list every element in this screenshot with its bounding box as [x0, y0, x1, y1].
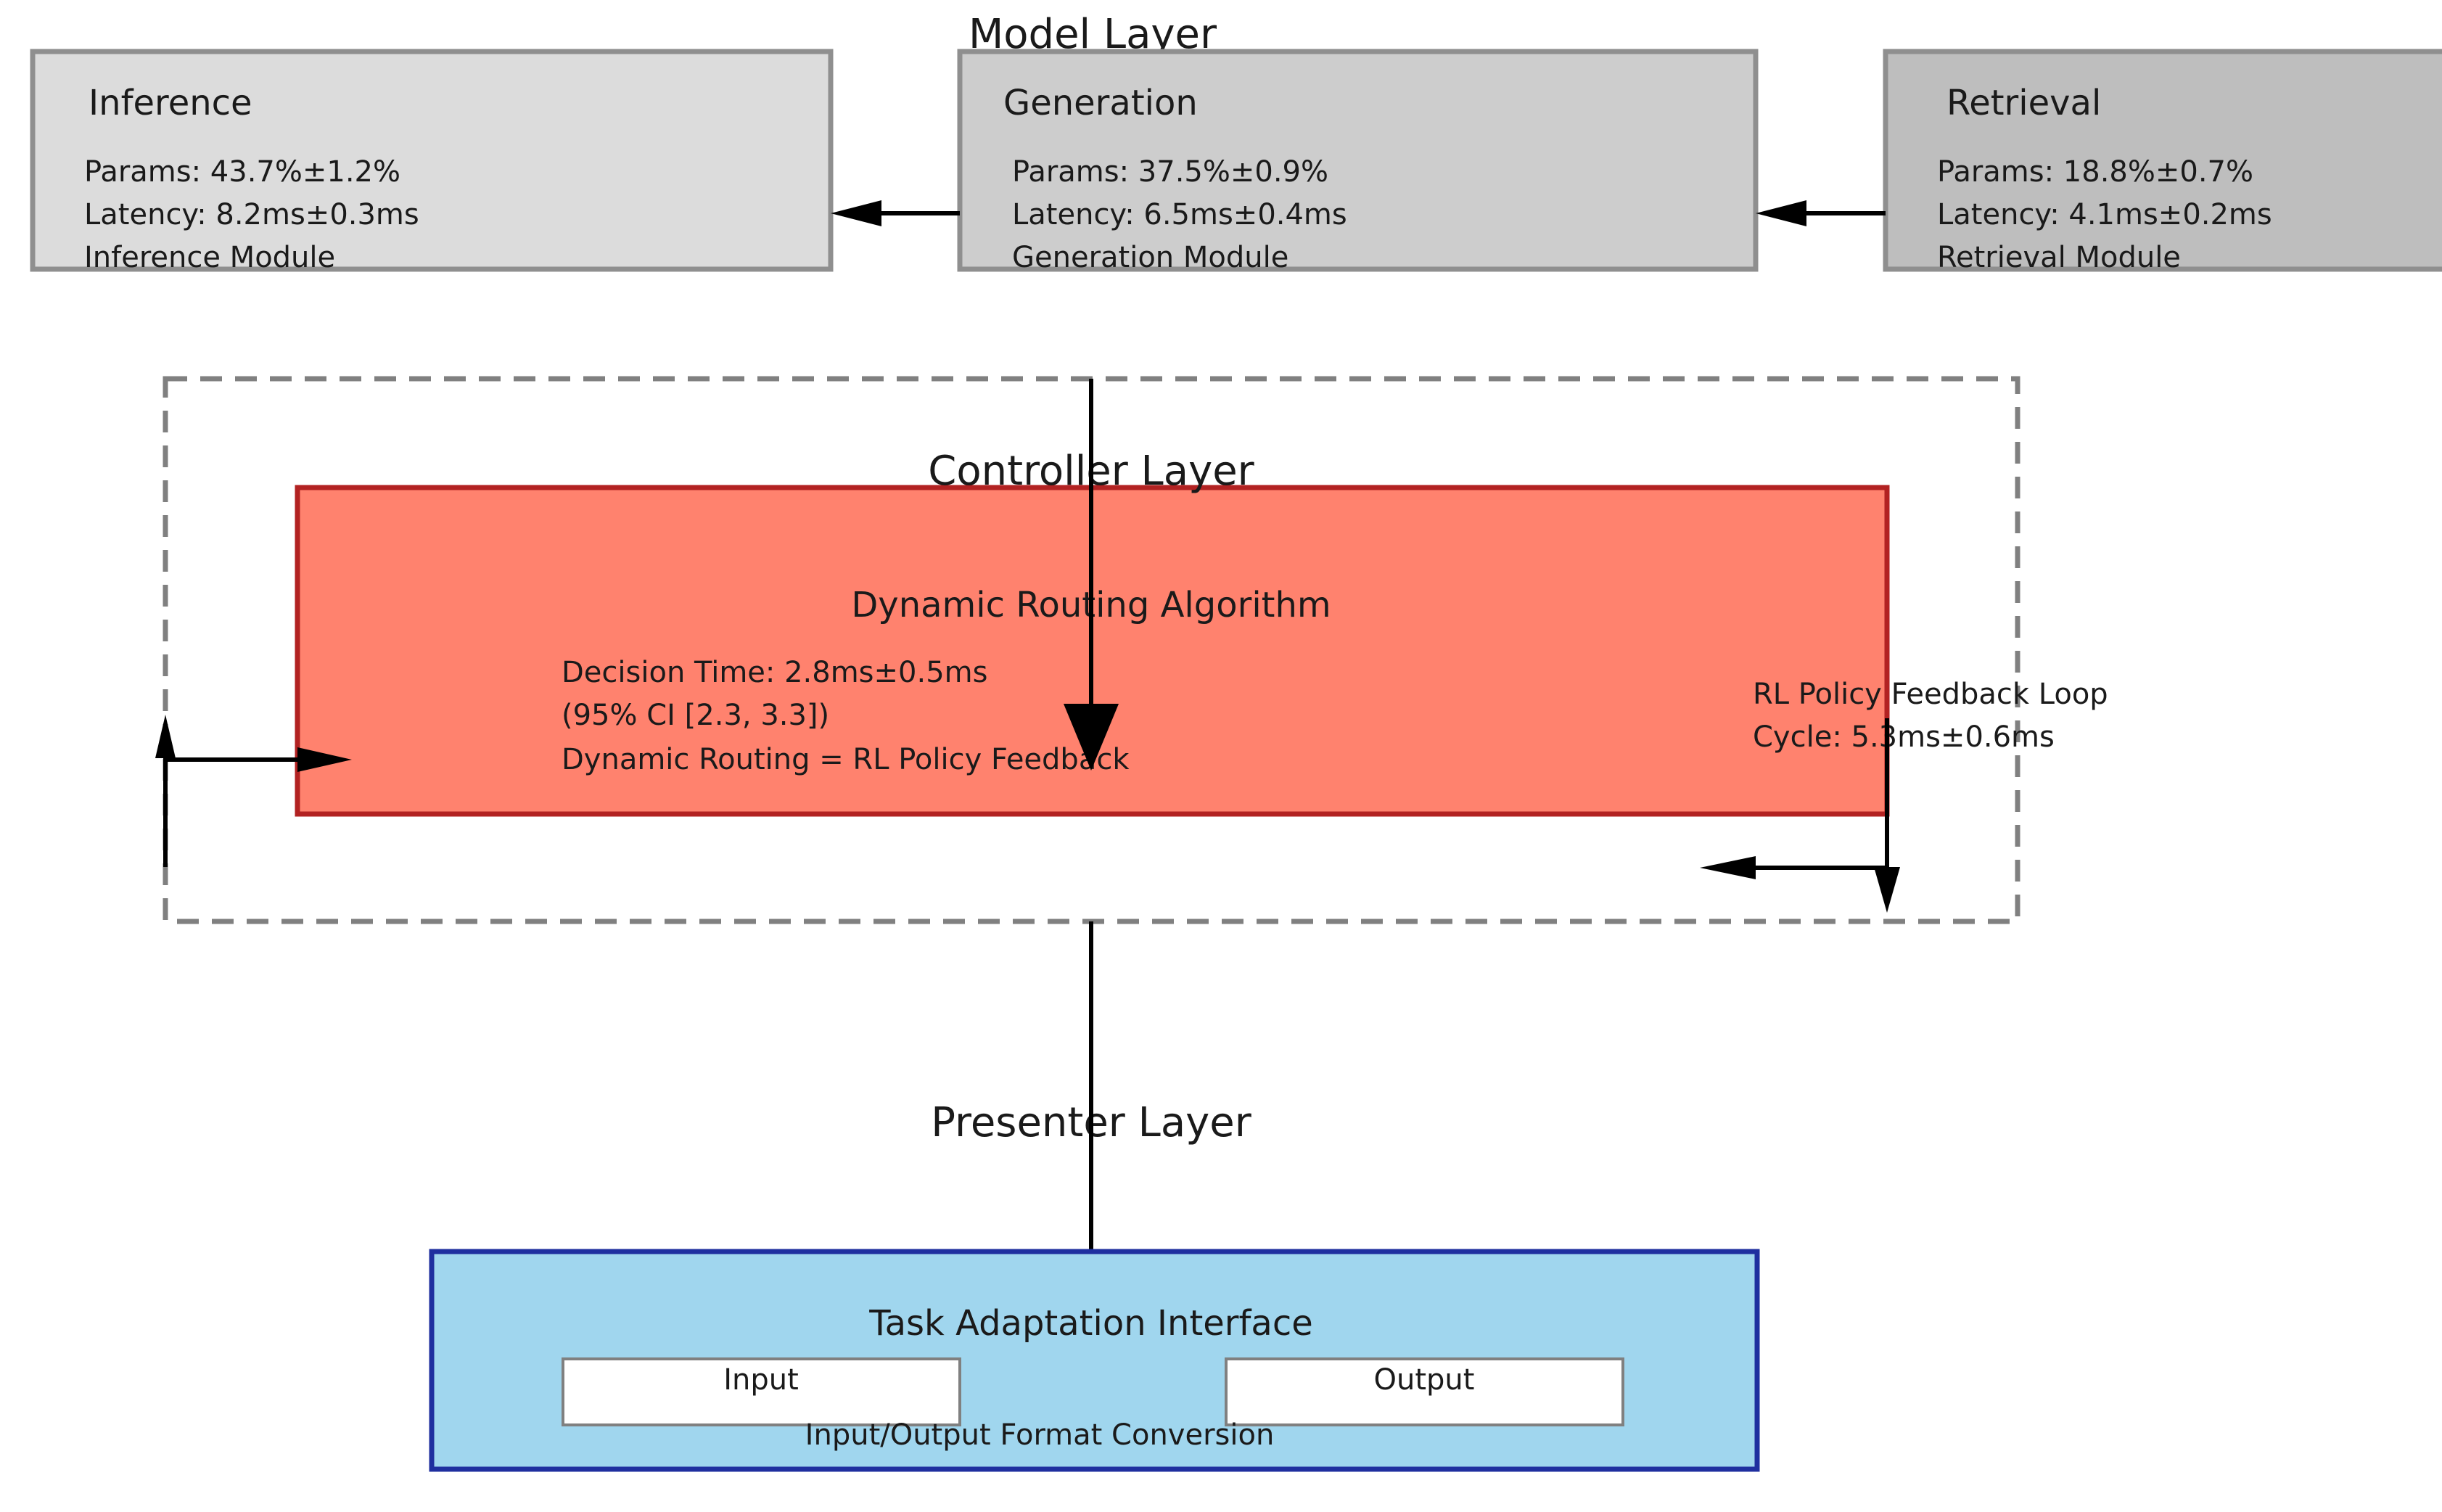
inference-box: [30, 49, 834, 272]
routing-equation: Dynamic Routing = RL Policy Feedback: [562, 743, 1130, 776]
inference-module: Inference Params: 43.7%±1.2% Latency: 8.…: [30, 49, 834, 274]
task-adaptation-title: Task Adaptation Interface: [868, 1303, 1313, 1344]
retrieval-to-generation-arrow: [1756, 200, 1886, 226]
inference-module-label: Inference Module: [84, 241, 335, 274]
rl-feedback-title: RL Policy Feedback Loop: [1753, 678, 2108, 711]
decision-time: Decision Time: 2.8ms±0.5ms: [562, 656, 987, 689]
right-feedback-left-arrow: [1700, 856, 1887, 879]
input-box: Input: [562, 1357, 961, 1426]
generation-params: Params: 37.5%±0.9%: [1012, 155, 1328, 189]
generation-title: Generation: [1003, 83, 1198, 123]
inference-latency: Latency: 8.2ms±0.3ms: [84, 198, 419, 231]
format-conversion-label: Input/Output Format Conversion: [805, 1418, 1275, 1452]
generation-to-inference-arrow: [831, 200, 960, 226]
generation-box: [957, 49, 1759, 272]
retrieval-module-label: Retrieval Module: [1937, 241, 2181, 274]
input-label: Input: [723, 1363, 799, 1397]
inference-params: Params: 43.7%±1.2%: [84, 155, 400, 189]
output-box: Output: [1225, 1357, 1624, 1426]
right-feedback-down-arrow: [1874, 718, 1900, 913]
retrieval-title: Retrieval: [1946, 83, 2101, 123]
left-feedback-up-arrow: [155, 715, 176, 867]
rl-feedback-cycle: Cycle: 5.3ms±0.6ms: [1753, 720, 2055, 754]
model-to-controller-arrow: [1064, 379, 1119, 771]
inference-title: Inference: [89, 83, 252, 123]
retrieval-box: [1883, 49, 2442, 272]
generation-latency: Latency: 6.5ms±0.4ms: [1012, 198, 1347, 231]
retrieval-params: Params: 18.8%±0.7%: [1937, 155, 2253, 189]
retrieval-latency: Latency: 4.1ms±0.2ms: [1937, 198, 2272, 231]
generation-module: Generation Params: 37.5%±0.9% Latency: 6…: [957, 49, 1759, 274]
confidence-interval: (95% CI [2.3, 3.3]): [562, 699, 829, 732]
output-label: Output: [1374, 1363, 1475, 1397]
left-feedback-right-arrow: [165, 747, 352, 772]
retrieval-module: Retrieval Params: 18.8%±0.7% Latency: 4.…: [1883, 49, 2442, 274]
generation-module-label: Generation Module: [1012, 241, 1288, 274]
